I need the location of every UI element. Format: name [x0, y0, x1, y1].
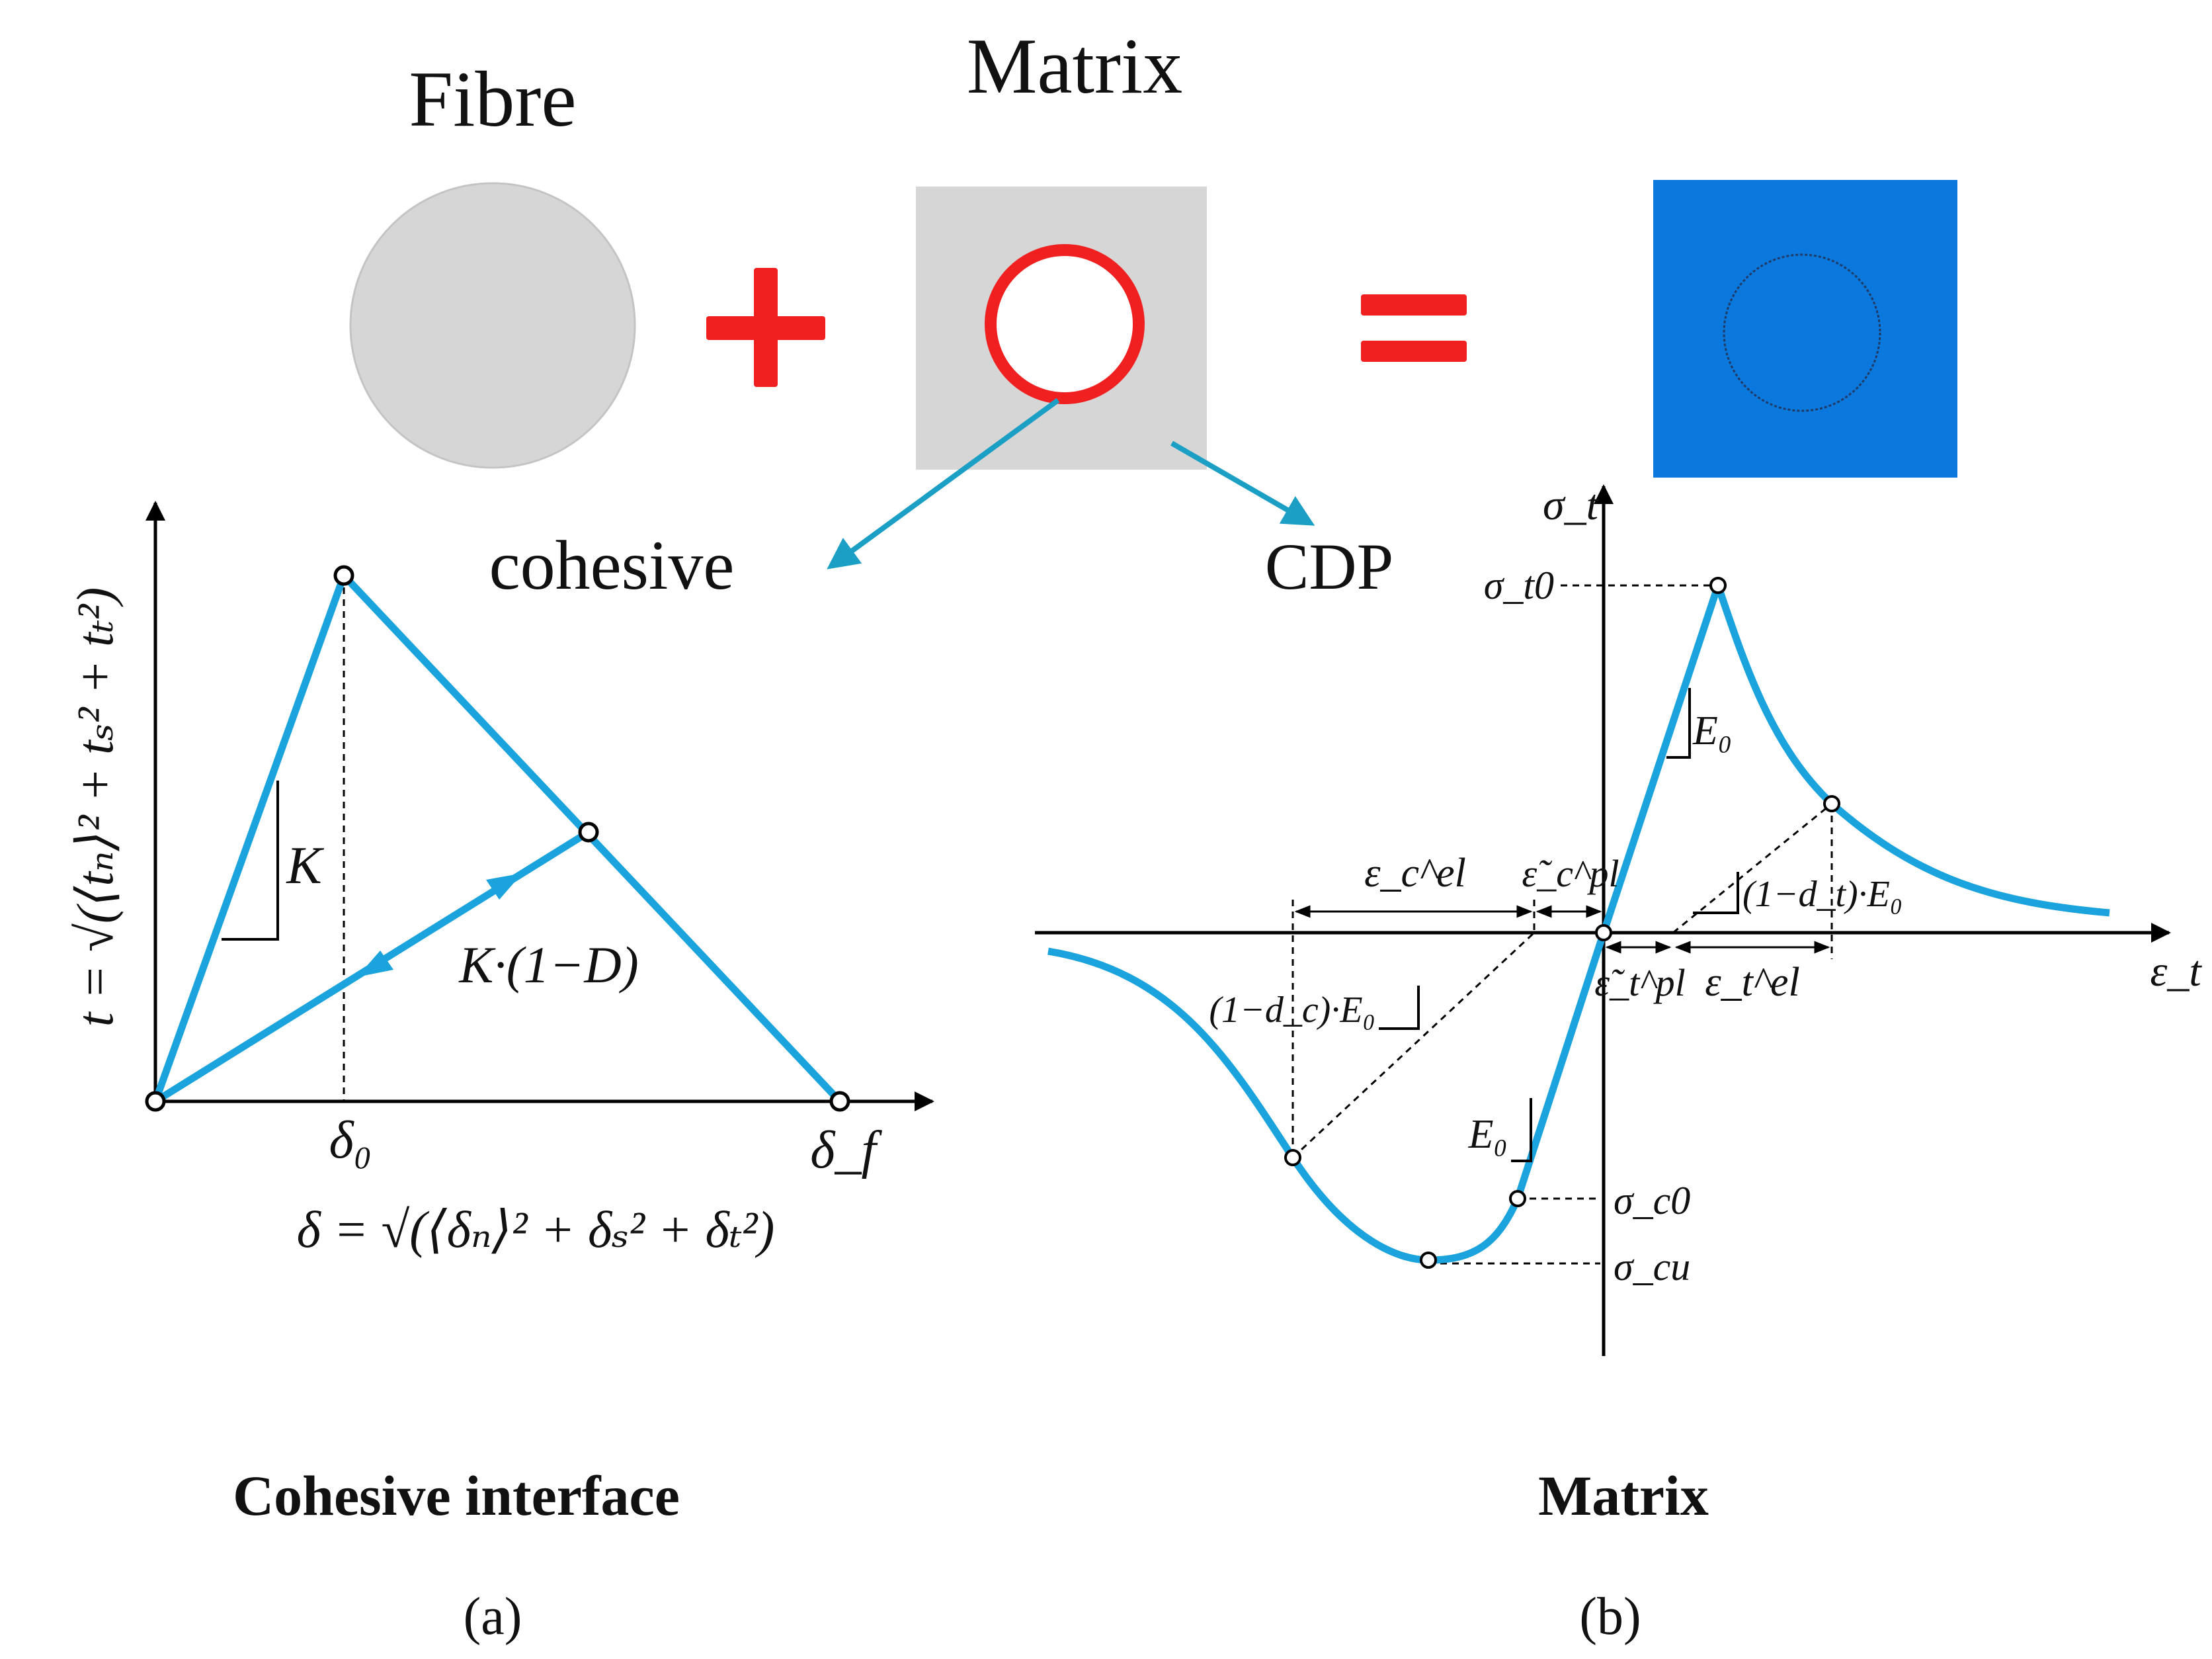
bilinear-traction-curve [151, 572, 843, 1104]
matrix-label: Matrix [967, 22, 1183, 110]
y-axis-formula: t = √(⟨tₙ⟩² + tₛ² + tₜ²) [66, 587, 124, 1027]
delta0-label: δ₀ [329, 1111, 372, 1170]
compression-peak-point [1420, 1252, 1437, 1269]
failure-point [829, 1091, 850, 1112]
sigma-t0-label: σ_t0 [1484, 564, 1554, 607]
peak-point [333, 565, 354, 586]
cdp-stress-strain-curve [1047, 581, 2110, 1264]
panel-b-caption: (b) [1579, 1588, 1641, 1646]
fibre-circle [349, 182, 636, 469]
eps-t-axis-label: ε_t [2150, 947, 2202, 996]
unloading-arrow-down [357, 951, 393, 977]
eps-c-el-label: ε_c^el [1364, 851, 1466, 896]
compression-yield-point [1509, 1190, 1526, 1207]
damage-c-label: (1−d_c)·E₀ [1209, 990, 1375, 1031]
deltaf-label: δ_f [810, 1121, 882, 1179]
panel-b-title: Matrix [1538, 1464, 1709, 1527]
tension-peak-point [1709, 577, 1727, 594]
damage-t-label: (1−d_t)·E₀ [1742, 874, 1903, 915]
compression-e0-triangle [1511, 1098, 1532, 1162]
x-axis-formula: δ = √(⟨δₙ⟩² + δₛ² + δₜ²) [297, 1201, 775, 1258]
origin-point-b [1595, 924, 1612, 941]
compression-unload-point [1284, 1149, 1301, 1166]
fibre-label: Fibre [409, 55, 576, 143]
equals-sign [1361, 294, 1467, 362]
unloading-arrow-up [486, 873, 522, 900]
tension-e0-triangle [1666, 688, 1691, 759]
sigma-cu-label: σ_cu [1614, 1245, 1690, 1289]
damaged-stiffness-label: K·(1−D) [458, 936, 638, 994]
tension-unload-guide [1672, 802, 1832, 934]
sigma-c0-label: σ_c0 [1614, 1179, 1690, 1222]
composite-square [1653, 180, 1957, 478]
sigma-t-axis-label: σ_t [1543, 481, 1600, 529]
panel-b: σ_t ε_t σ_t0 σ_c0 σ_cu E₀ E₀ ε_c^el ε̃_c… [1035, 481, 2202, 1646]
arrow-to-cdp [1170, 441, 1315, 526]
unload-point [578, 822, 599, 843]
tension-unload-point [1823, 795, 1840, 812]
eps-t-el-label: ε_t^el [1705, 960, 1800, 1005]
eps-t-pl-label: ε̃_t^pl [1594, 961, 1686, 1004]
eps-c-pl-label: ε̃_c^pl [1522, 852, 1619, 895]
panel-a-caption: (a) [464, 1588, 522, 1646]
e0-tension-label: E₀ [1692, 708, 1732, 753]
compression-unload-triangle [1379, 986, 1420, 1030]
panel-a: K K·(1−D) δ₀ δ_f δ = √(⟨δₙ⟩² + δₛ² + δₜ²… [66, 501, 934, 1646]
tension-unload-triangle [1693, 872, 1739, 914]
interface-ring [985, 244, 1145, 404]
compression-unload-guide [1291, 931, 1536, 1159]
cdp-label: CDP [1265, 530, 1394, 603]
cohesive-label: cohesive [489, 527, 735, 604]
plus-sign [706, 268, 825, 387]
composite-fibre-outline [1723, 253, 1881, 412]
origin-point [145, 1091, 166, 1112]
stiffness-label: K [286, 837, 324, 895]
panel-a-title: Cohesive interface [233, 1464, 680, 1527]
stiffness-triangle [222, 781, 279, 941]
arrow-to-cohesive [827, 398, 1060, 570]
e0-compression-label: E₀ [1468, 1112, 1508, 1157]
